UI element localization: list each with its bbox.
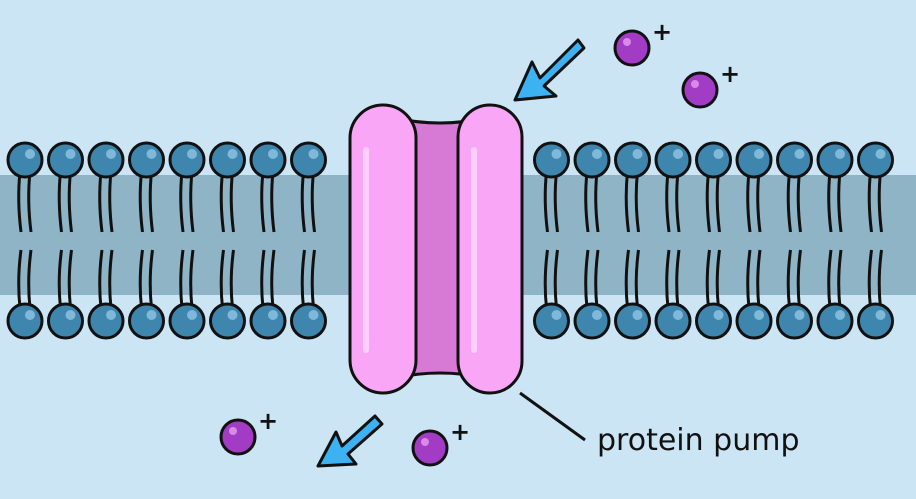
ion-charge: + (258, 407, 278, 435)
protein-subunit-right (456, 103, 524, 395)
phospholipid-bottom (816, 249, 854, 340)
phospholipid-bottom (614, 249, 651, 340)
ion: + (219, 407, 278, 456)
phospholipid-top (209, 141, 246, 233)
phospholipid-top (290, 141, 327, 233)
label-leader-line (519, 391, 586, 442)
phospholipid-top (573, 141, 611, 233)
phospholipid-bottom (573, 249, 611, 340)
phospholipid-top (695, 141, 732, 233)
phospholipid-top (776, 141, 813, 233)
phospholipid-top (87, 141, 125, 233)
phospholipid-top (6, 141, 44, 233)
protein-pump-label: protein pump (597, 423, 800, 458)
phospholipid-top (47, 141, 84, 233)
protein-subunit-left (348, 103, 418, 395)
phospholipid-bottom (209, 249, 246, 340)
arrow-in (513, 38, 586, 102)
ion: + (411, 418, 470, 467)
phospholipid-bottom (533, 249, 570, 340)
ion-charge: + (720, 60, 740, 88)
phospholipid-bottom (695, 249, 732, 340)
phospholipid-top (168, 141, 206, 233)
protein-pump (348, 103, 524, 395)
ion: + (613, 18, 672, 67)
phospholipid-top (533, 141, 570, 233)
phospholipid-bottom (857, 249, 894, 340)
arrow-out (316, 414, 384, 468)
phospholipid-top (735, 141, 773, 233)
ion-charge: + (450, 418, 470, 446)
ion: + (681, 60, 740, 109)
phospholipid-bottom (6, 249, 44, 340)
phospholipid-bottom (654, 249, 692, 340)
phospholipid-top (857, 141, 894, 233)
phospholipid-top (614, 141, 651, 233)
phospholipid-top (816, 141, 854, 233)
ion-charge: + (652, 18, 672, 46)
phospholipid-top (249, 141, 287, 233)
phospholipid-bottom (290, 249, 327, 340)
phospholipid-bottom (87, 249, 125, 340)
phospholipid-bottom (128, 249, 165, 340)
phospholipid-bottom (168, 249, 206, 340)
phospholipid-bottom (249, 249, 287, 340)
phospholipid-bottom (776, 249, 813, 340)
phospholipid-top (128, 141, 165, 233)
phospholipid-bottom (47, 249, 84, 340)
phospholipid-bottom (735, 249, 773, 340)
ions: + + + + (219, 18, 740, 467)
phospholipid-top (654, 141, 692, 233)
phospholipid-bilayer (6, 141, 894, 340)
